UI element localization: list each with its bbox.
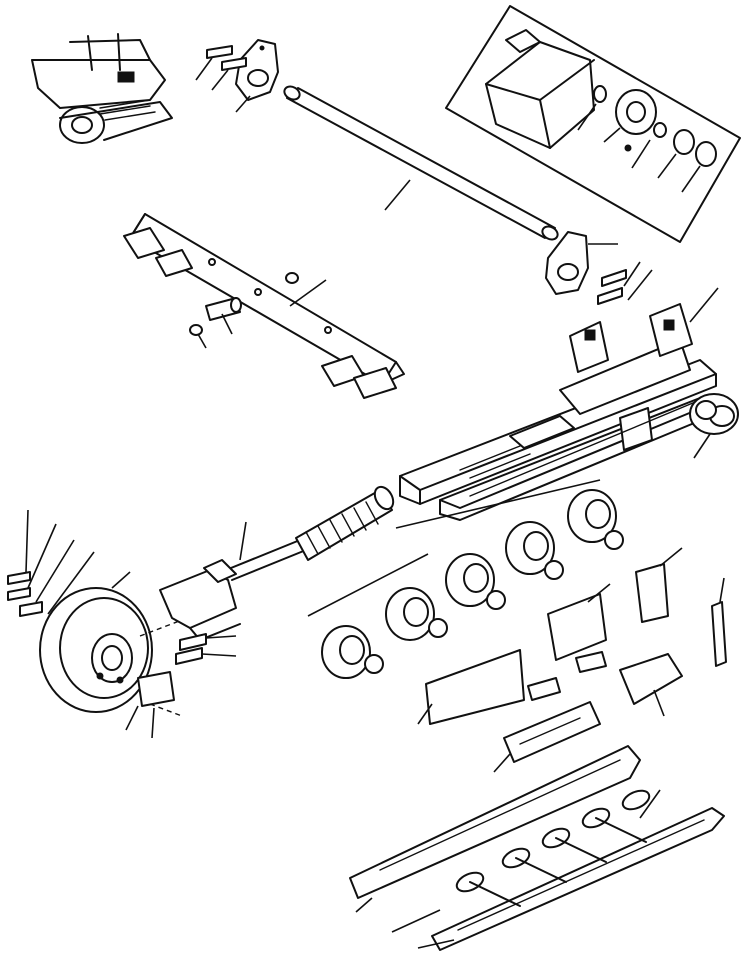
equalizer-bar — [123, 213, 405, 399]
track-rollers — [307, 479, 624, 679]
recoil-spring — [225, 485, 395, 581]
track-roller-2 — [385, 587, 448, 641]
idler-yoke — [159, 559, 241, 665]
track-roller-1 — [321, 625, 384, 679]
final-drive-sprocket — [689, 393, 739, 459]
pivot-shaft — [283, 85, 559, 241]
pin-and-washers — [189, 272, 299, 349]
carrier-brackets — [417, 547, 727, 773]
shaft-bracket-bottom — [545, 231, 653, 305]
track-roller-4 — [505, 521, 564, 580]
track-guards — [349, 745, 725, 951]
machine-thumbnail — [31, 33, 173, 144]
track-roller-5 — [567, 489, 624, 550]
front-idler — [7, 509, 183, 739]
track-frame — [399, 287, 719, 521]
shaft-bracket-top — [195, 39, 279, 113]
bearing-inset — [445, 5, 741, 243]
track-roller-3 — [445, 553, 506, 610]
